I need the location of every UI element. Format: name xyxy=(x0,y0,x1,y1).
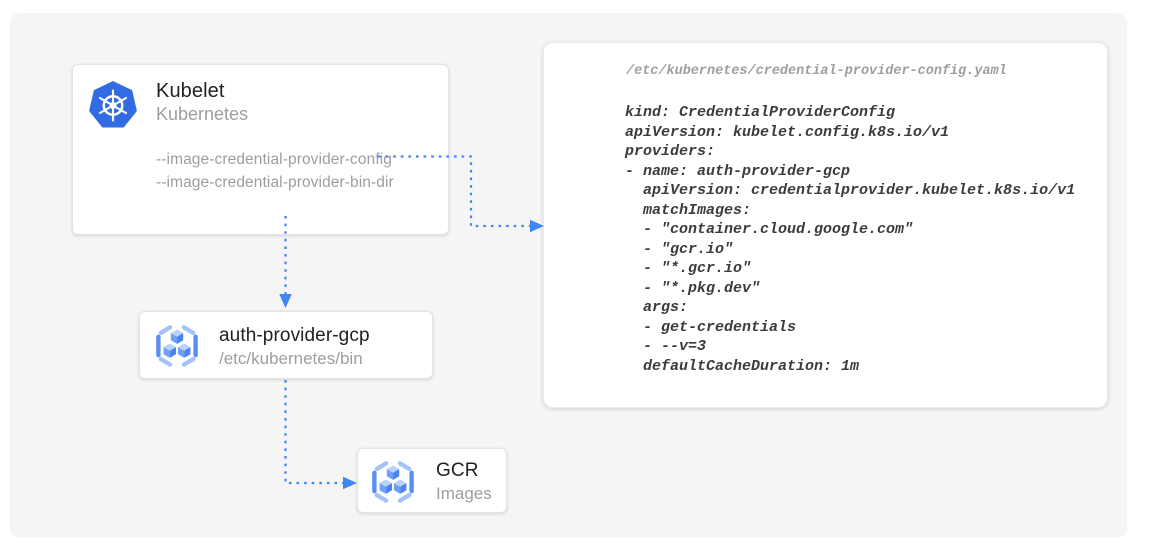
gcr-subtitle: Images xyxy=(436,484,492,503)
config-file-path: /etc/kubernetes/credential-provider-conf… xyxy=(626,64,1007,79)
kubelet-subtitle: Kubernetes xyxy=(156,104,249,124)
config-file-panel: /etc/kubernetes/credential-provider-conf… xyxy=(543,42,1108,408)
gcr-title: GCR xyxy=(436,460,479,481)
node-auth-provider-gcp: auth-provider-gcp /etc/kubernetes/bin xyxy=(139,311,433,379)
kubelet-title: Kubelet xyxy=(156,80,225,102)
node-gcr: GCR Images xyxy=(357,448,507,513)
config-file-contents: kind: CredentialProviderConfig apiVersio… xyxy=(625,104,1076,375)
node-kubelet: Kubelet Kubernetes --image-credential-pr… xyxy=(72,64,449,235)
kubelet-flag-bin-dir: --image-credential-provider-bin-dir xyxy=(156,174,394,191)
kubernetes-icon xyxy=(89,81,137,128)
kubelet-flag-config: --image-credential-provider-config xyxy=(156,151,392,168)
auth-provider-title: auth-provider-gcp xyxy=(219,325,370,346)
gcr-icon xyxy=(153,322,201,370)
gcr-icon xyxy=(369,458,417,506)
auth-provider-subtitle: /etc/kubernetes/bin xyxy=(219,349,363,368)
kubelet-flags: --image-credential-provider-config --ima… xyxy=(156,148,394,194)
